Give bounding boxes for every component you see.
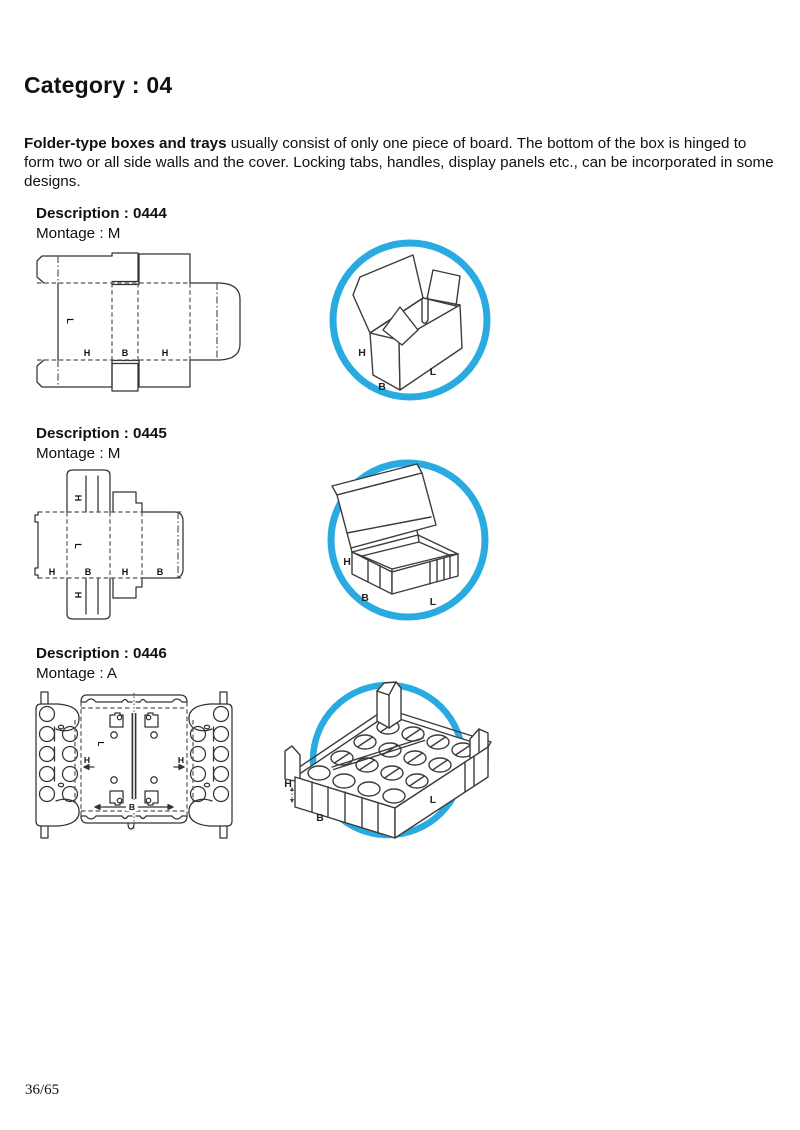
assembled-view-0444: H B L: [329, 239, 491, 401]
description-label: Description : 0445: [36, 425, 167, 442]
page-number: 36/65: [25, 1082, 60, 1098]
page-title: Category : 04: [24, 72, 173, 98]
dim-label-height: H: [358, 347, 366, 359]
diecut-diagram-0444: L H B H: [36, 252, 241, 392]
dim-label-height: H: [49, 567, 56, 577]
assembled-view-0445: H B L: [327, 459, 489, 621]
montage-label: Montage : M: [36, 224, 121, 242]
dim-label-height: H: [84, 755, 90, 765]
section-header-0446: Description : 0446 Montage : A: [36, 644, 167, 683]
dim-label-breadth: B: [85, 567, 92, 577]
intro-paragraph: Folder-type boxes and trays usually cons…: [24, 134, 778, 191]
open-box-drawing: [352, 254, 463, 391]
dim-label-length: L: [430, 596, 437, 608]
assembled-view-0446: H B L: [284, 681, 492, 839]
dim-label-breadth: B: [157, 567, 164, 577]
dim-label-height: H: [84, 348, 91, 358]
dim-label-breadth: B: [378, 381, 386, 393]
intro-rest: usually consist of only one piece of boa…: [24, 135, 774, 191]
description-label: Description : 0446: [36, 645, 167, 662]
dim-label-breadth: B: [122, 348, 129, 358]
diecut-diagram-0446: L H H B: [35, 691, 233, 839]
intro-lead: Folder-type boxes and trays: [24, 135, 227, 153]
dim-label-length: L: [96, 741, 106, 746]
montage-label: Montage : M: [36, 444, 121, 462]
description-label: Description : 0444: [36, 205, 167, 222]
section-header-0445: Description : 0445 Montage : M: [36, 424, 167, 463]
diecut-diagram-0445: H L H H B H B: [34, 469, 184, 620]
open-lid-box-drawing: [331, 463, 459, 595]
dim-label-height: H: [284, 778, 292, 790]
montage-label: Montage : A: [36, 664, 118, 682]
dim-label-length: L: [430, 366, 437, 378]
dim-label-length: L: [65, 318, 75, 324]
dim-label-height: H: [343, 556, 351, 568]
dim-label-breadth: B: [129, 802, 135, 812]
dim-label-height: H: [122, 567, 129, 577]
dim-label-height: H: [73, 592, 83, 599]
dim-label-height: H: [162, 348, 169, 358]
dim-label-length: L: [73, 543, 83, 549]
dim-label-height: H: [178, 755, 184, 765]
dim-label-height: H: [73, 495, 83, 502]
tray-drawing: [284, 681, 492, 839]
section-header-0444: Description : 0444 Montage : M: [36, 204, 167, 243]
dim-label-breadth: B: [361, 592, 369, 604]
dim-label-breadth: B: [316, 812, 324, 824]
dim-label-length: L: [430, 794, 437, 806]
